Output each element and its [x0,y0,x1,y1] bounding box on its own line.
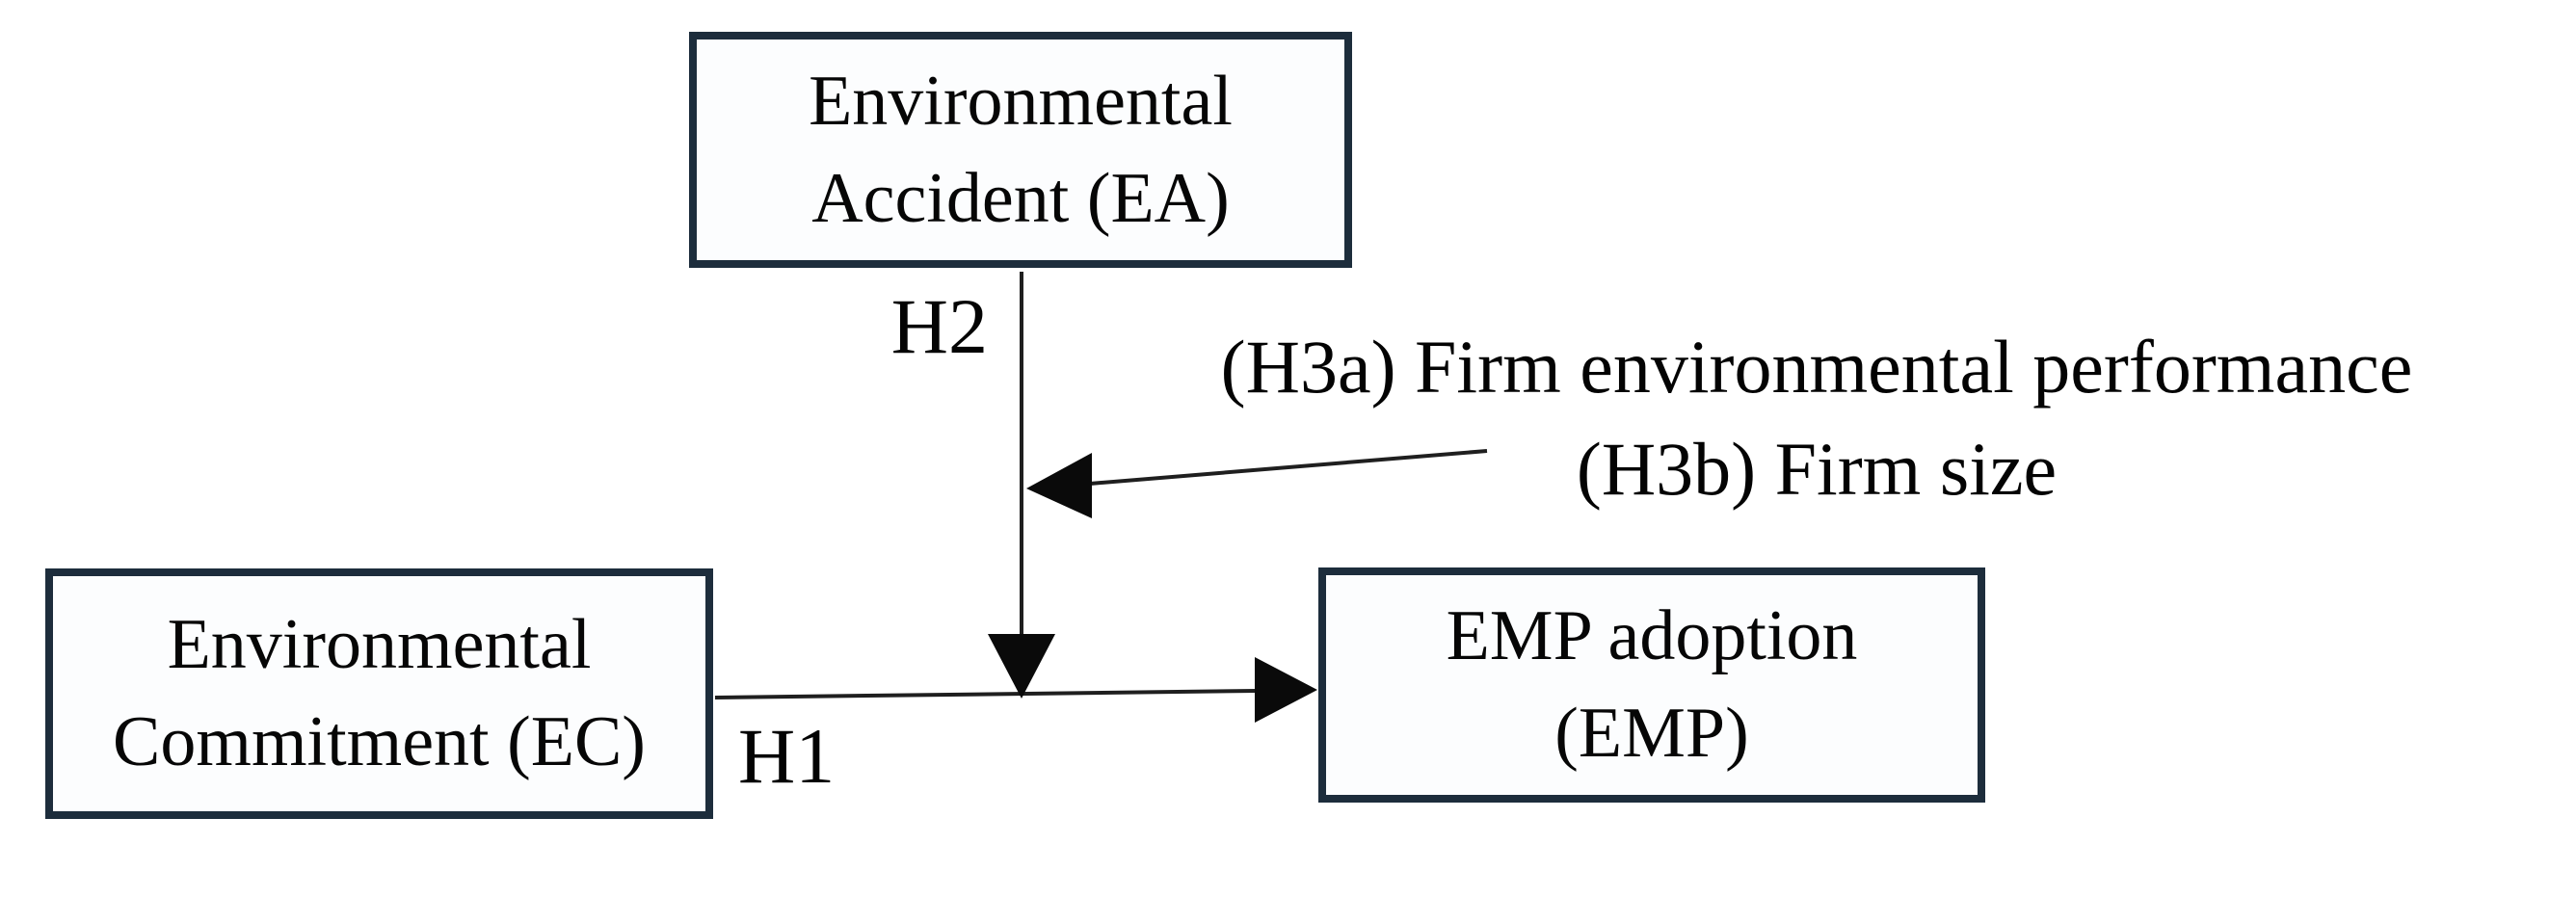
environmental-accident-label-line2: Accident (EA) [811,158,1230,238]
emp-adoption-label-line2: (EMP) [1554,694,1749,773]
emp-adoption-box: EMP adoption (EMP) [1318,567,1985,803]
h1-arrow-line [714,689,1258,699]
h2-arrowhead-icon [988,634,1055,699]
moderator-labels: (H3a) Firm environmental performance (H3… [1065,316,2568,520]
environmental-accident-box: Environmental Accident (EA) [689,32,1352,268]
environmental-commitment-label-line1: Environmental [167,605,592,684]
emp-adoption-label-line1: EMP adoption [1446,596,1858,675]
h3a-moderator-label: (H3a) Firm environmental performance [1220,325,2413,409]
h3b-moderator-label: (H3b) Firm size [1576,427,2058,511]
environmental-commitment-label-line2: Commitment (EC) [113,702,646,781]
h2-path-label: H2 [890,282,988,370]
h1-arrowhead-icon [1255,657,1317,723]
h1-path-label: H1 [738,712,836,800]
environmental-commitment-box: Environmental Commitment (EC) [45,568,713,819]
environmental-accident-label-line1: Environmental [809,61,1233,141]
